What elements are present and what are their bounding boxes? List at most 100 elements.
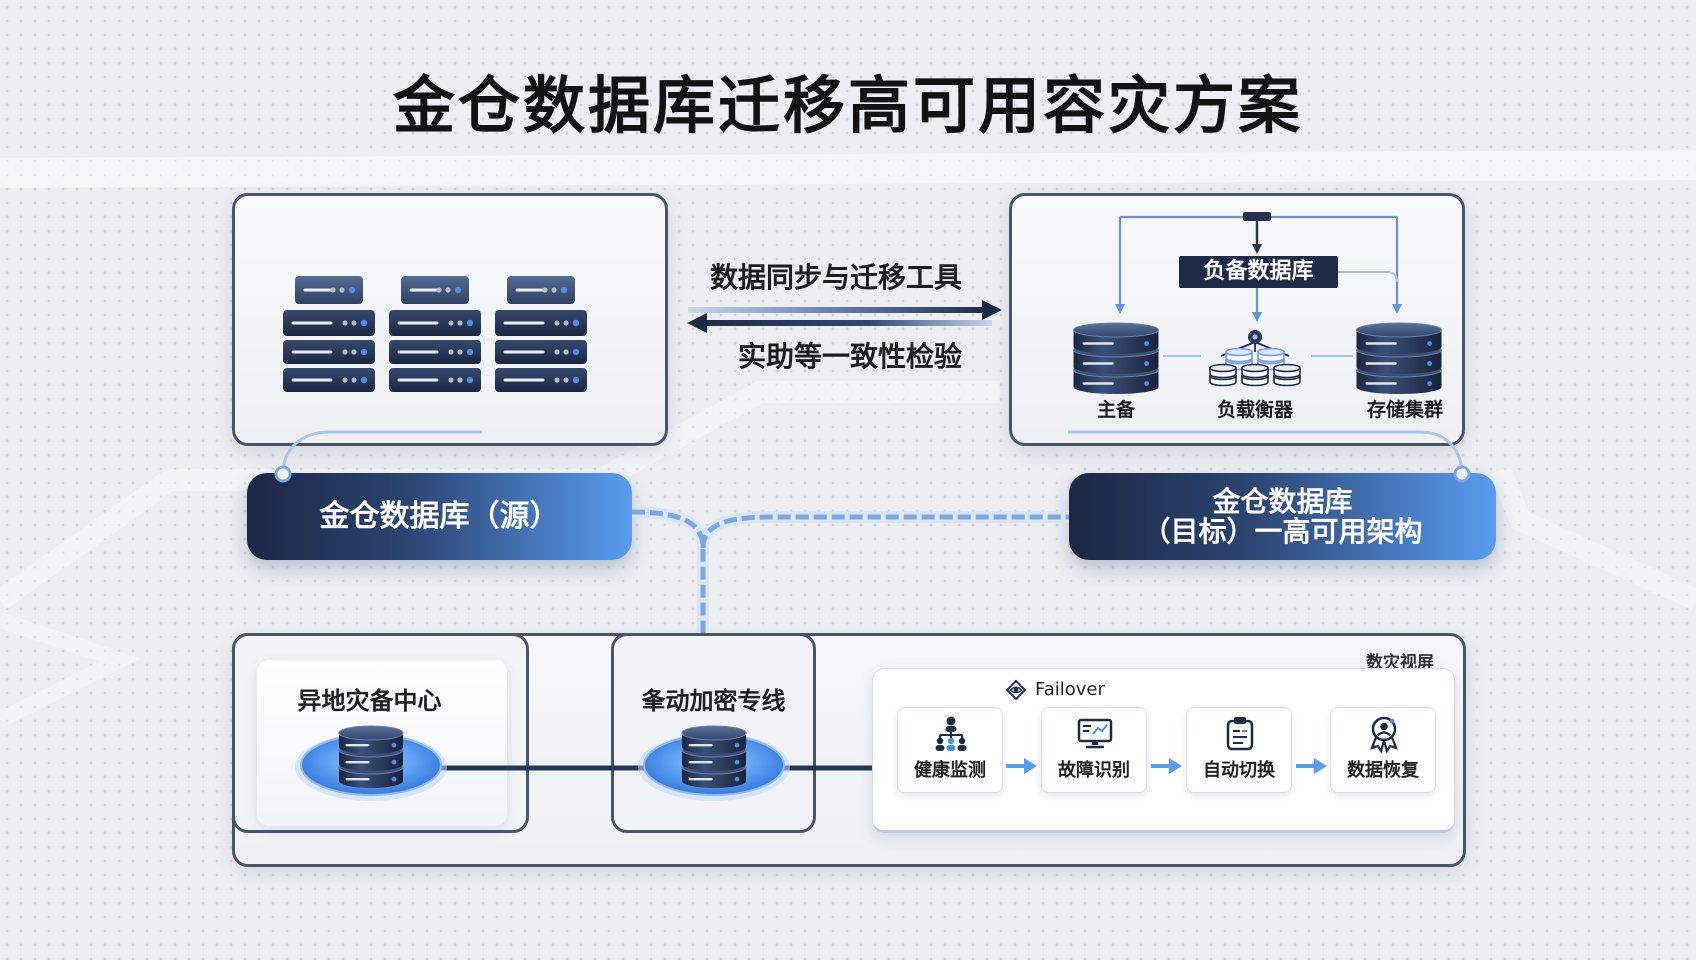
icon-member-head bbox=[936, 737, 944, 745]
server-led-active bbox=[572, 376, 580, 384]
source-database-text: 金仓数据库（源） bbox=[319, 498, 560, 534]
server-led bbox=[457, 377, 463, 383]
standby-side-link bbox=[1338, 271, 1398, 283]
server-rack-icon bbox=[283, 276, 375, 392]
light-chevron-bottom bbox=[0, 612, 141, 728]
server-led-active bbox=[466, 376, 474, 384]
server-led bbox=[342, 320, 348, 326]
consistency-check-label: 实助等一致性检验 bbox=[737, 340, 962, 373]
step-data-recovery: 数据恢复 bbox=[1330, 707, 1436, 793]
standby-database-label: 负备数据库 bbox=[1179, 256, 1338, 288]
server-led bbox=[563, 377, 569, 383]
icon-member-head bbox=[947, 737, 955, 745]
mini-disk-top bbox=[1225, 347, 1253, 357]
server-led-active bbox=[360, 376, 368, 384]
step-label: 故障识别 bbox=[1058, 760, 1130, 781]
step-auto-switch: 自动切换 bbox=[1186, 707, 1292, 793]
icon-head bbox=[946, 716, 956, 726]
remote-dr-center-title: 异地灾备中心 bbox=[297, 687, 442, 715]
failover-icon-frame bbox=[1005, 679, 1027, 701]
mini-disk-top bbox=[1273, 363, 1301, 373]
server-led-active bbox=[360, 348, 368, 356]
server-led bbox=[351, 377, 357, 383]
target-ha-panel: 负备数据库 主备 负载衡器 存储集群 bbox=[1009, 193, 1465, 446]
source-database-label: 金仓数据库（源） bbox=[247, 473, 632, 560]
page-title: 金仓数据库迁移高可用容灾方案 bbox=[392, 69, 1303, 142]
step-label: 健康监测 bbox=[914, 760, 986, 781]
replication-link-glow bbox=[631, 506, 1069, 633]
auto-switch-icon bbox=[1226, 717, 1254, 751]
node-label-storage-cluster: 存储集群 bbox=[1366, 399, 1443, 421]
target-database-text-line1: 金仓数据库 bbox=[1212, 484, 1353, 518]
health-monitor-icon bbox=[935, 716, 967, 751]
server-led bbox=[436, 287, 442, 293]
server-led-active bbox=[466, 348, 474, 356]
server-led-active bbox=[572, 348, 580, 356]
server-led bbox=[351, 320, 357, 326]
database-layer-top bbox=[1356, 322, 1442, 338]
encrypted-line-title: 夆动加密专线 bbox=[641, 687, 786, 715]
icon-lines bbox=[1233, 730, 1247, 744]
database-layer-led bbox=[1144, 381, 1149, 386]
server-led bbox=[563, 349, 569, 355]
server-led bbox=[448, 349, 454, 355]
server-led bbox=[457, 320, 463, 326]
icon-person-head bbox=[1380, 722, 1388, 731]
icon-member-body bbox=[946, 745, 956, 751]
database-icon bbox=[1356, 322, 1442, 394]
remote-dr-center-inner bbox=[257, 660, 507, 826]
sync-arrow-backward-head bbox=[687, 313, 707, 333]
database-layer-led bbox=[1427, 381, 1432, 386]
icon-person-body bbox=[1376, 731, 1392, 737]
server-rack-icon bbox=[389, 276, 481, 392]
server-led bbox=[342, 349, 348, 355]
database-layer-led bbox=[1427, 341, 1432, 346]
server-led bbox=[554, 377, 560, 383]
node-label-load-balancer: 负载衡器 bbox=[1216, 399, 1293, 421]
icon-lines bbox=[1083, 725, 1091, 732]
server-led bbox=[445, 287, 451, 293]
encrypted-line-card: 夆动加密专线 bbox=[611, 633, 816, 833]
failover-label: Failover bbox=[1035, 679, 1105, 700]
database-layer-led bbox=[1144, 341, 1149, 346]
icon-member-body bbox=[957, 745, 967, 751]
server-led bbox=[342, 377, 348, 383]
icon-ribbon bbox=[1370, 736, 1398, 754]
mini-disk-top bbox=[1257, 347, 1285, 357]
server-led-active bbox=[454, 286, 462, 294]
icon-accent bbox=[1389, 718, 1395, 724]
database-layer-led bbox=[1144, 361, 1149, 366]
sync-arrow-forward-head bbox=[982, 300, 1002, 320]
server-led bbox=[339, 287, 345, 293]
server-led bbox=[448, 377, 454, 383]
failover-card: Failover 健康监测 故障识别 自动切换 数据恢复 bbox=[872, 668, 1455, 833]
server-led bbox=[330, 287, 336, 293]
server-led-active bbox=[348, 286, 356, 294]
icon-links bbox=[939, 732, 963, 738]
icon-stand bbox=[1092, 741, 1098, 745]
step-label: 数据恢复 bbox=[1347, 760, 1419, 781]
target-database-text-line2: （目标）一高可用架构 bbox=[1142, 514, 1423, 548]
server-led-active bbox=[560, 286, 568, 294]
icon-clipboard bbox=[1226, 719, 1254, 751]
database-layer-top bbox=[1073, 322, 1159, 338]
server-led bbox=[351, 349, 357, 355]
target-topology bbox=[1073, 212, 1442, 394]
server-led bbox=[551, 287, 557, 293]
light-chevron-right bbox=[1489, 465, 1696, 611]
node-label-primary: 主备 bbox=[1096, 399, 1135, 421]
fault-detect-icon bbox=[1077, 718, 1113, 749]
tree-junction-node bbox=[1243, 212, 1271, 221]
remote-dr-center-card: 异地灾备中心 bbox=[232, 633, 529, 833]
icon-body bbox=[945, 726, 957, 732]
server-led-active bbox=[360, 319, 368, 327]
step-label: 自动切换 bbox=[1203, 760, 1275, 781]
source-server-rack-group bbox=[283, 276, 587, 392]
mini-disk-top bbox=[1241, 363, 1269, 373]
step-fault-detect: 故障识别 bbox=[1041, 707, 1147, 793]
balancer-node-core bbox=[1252, 334, 1258, 340]
step-health-monitor: 健康监测 bbox=[897, 707, 1003, 793]
mini-disk-top bbox=[1209, 363, 1237, 373]
data-recovery-icon bbox=[1370, 716, 1398, 754]
